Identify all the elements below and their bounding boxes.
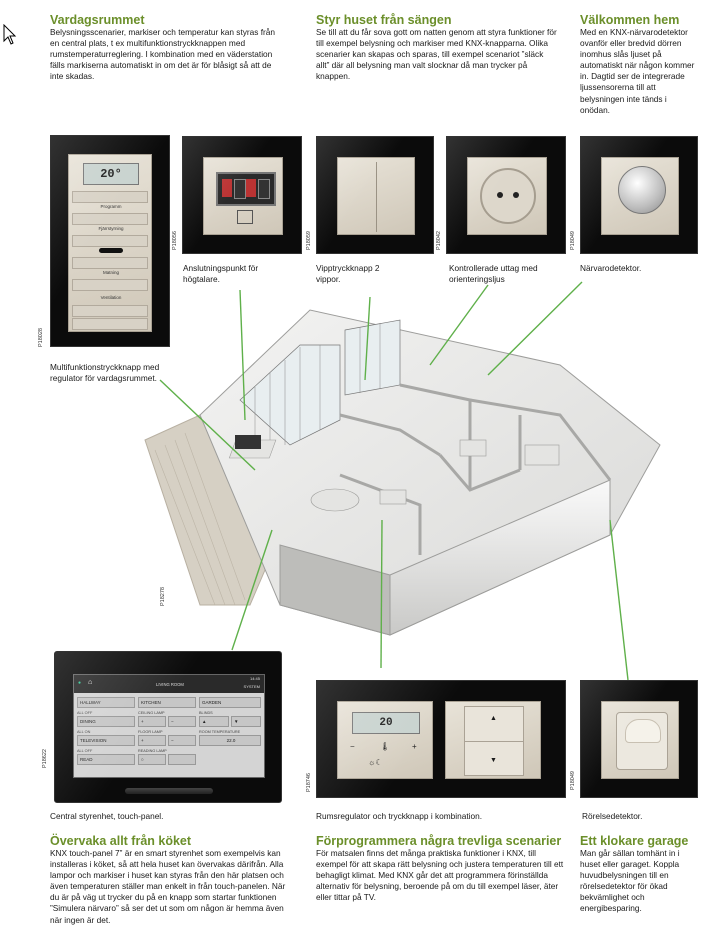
toggle-button[interactable]: ○ [138, 754, 166, 765]
caption-presence: Närvarodetektor. [580, 263, 642, 273]
scene-read[interactable]: READ [77, 754, 135, 765]
thermometer-icon: 🌡 [380, 742, 391, 751]
section-title: Styr huset från sängen [316, 13, 452, 27]
product-code: P18622 [42, 749, 48, 768]
section-title: Vardagsrummet [50, 13, 145, 27]
panel-bar [125, 788, 213, 794]
mode-icon: ☼☾ [368, 758, 383, 767]
button-label: Programm [100, 204, 122, 209]
tab-garden[interactable]: GARDEN [199, 697, 261, 708]
screen-header: ● ⌂ LIVING ROOM 14:45 SYSTEM [74, 675, 264, 693]
sensor-dome [618, 166, 666, 214]
motion-sensor-lens [616, 712, 668, 770]
row-label: BLINDS [199, 711, 213, 715]
product-code: P18056 [172, 231, 178, 250]
section-styr-huset: Styr huset från sängen Se till att du få… [316, 13, 558, 82]
product-code: P18049 [570, 771, 576, 790]
caption-touch: Central styrenhet, touch-panel. [50, 811, 164, 821]
section-body: För matsalen finns det många praktiska f… [316, 848, 564, 903]
button-label: Ventilation [100, 295, 122, 300]
blind-pushbutton: ▲ ▼ [464, 706, 524, 776]
speaker-connection-image [182, 136, 302, 254]
scene-television[interactable]: TELEVISION [77, 735, 135, 746]
plus-button[interactable]: + [138, 716, 166, 727]
section-body: KNX touch-panel 7” är en smart styrenhet… [50, 848, 286, 925]
row-label: READING LAMP [138, 749, 167, 753]
row-label: FLOOR LAMP [138, 730, 163, 734]
caption-speaker: Anslutningspunkt för högtalare. [183, 263, 259, 285]
product-code: P18028 [38, 328, 44, 347]
row-label: ALL OFF [77, 749, 93, 753]
section-vardagsrummet: Vardagsrummet Belysningsscenarier, marki… [50, 13, 282, 82]
arrow-down-icon: ▼ [490, 757, 497, 764]
brand-logo: ● [78, 680, 82, 686]
button-label: Matning [102, 270, 119, 275]
section-title: Förprogrammera några trevliga scenarier [316, 834, 562, 848]
row-label: ALL OFF [77, 711, 93, 715]
scene-dining[interactable]: DINING [77, 716, 135, 727]
multifunction-pushbutton-image: 20° Programm Fjärrstyrning Matning Venti… [50, 135, 170, 347]
tab-hallway[interactable]: HALLWAY [77, 697, 135, 708]
motion-detector-image [580, 680, 698, 798]
room-name: LIVING ROOM [156, 682, 184, 687]
minus-icon: − [350, 742, 355, 751]
presence-detector-image [580, 136, 698, 254]
touch-screen: ● ⌂ LIVING ROOM 14:45 SYSTEM HALLWAY KIT… [73, 674, 265, 778]
thermostat-display: 20° [83, 163, 139, 185]
section-title: Ett klokare garage [580, 834, 689, 848]
product-code: P18746 [306, 773, 312, 792]
caption-socket: Kontrollerade uttag med orienteringsljus [449, 263, 538, 285]
speaker-terminals [216, 172, 276, 206]
section-title: Välkommen hem [580, 13, 680, 27]
rocker-divider [376, 162, 377, 232]
regulator-display: 20 [352, 712, 420, 734]
toggle-button[interactable] [168, 754, 196, 765]
section-valkommen: Välkommen hem Med en KNX-närvarodetektor… [580, 13, 698, 116]
caption-rocker: Vipptryckknapp 2 vippor. [316, 263, 380, 285]
blinds-up-button[interactable]: ▲ [199, 716, 229, 727]
row-label: ROOM TEMPERATURE [199, 730, 241, 734]
socket-image [446, 136, 566, 254]
section-forprogrammera: Förprogrammera några trevliga scenarier … [316, 834, 564, 903]
speaker-icon [237, 210, 253, 224]
product-code: P18049 [570, 231, 576, 250]
plus-button[interactable]: + [138, 735, 166, 746]
section-body: Belysningsscenarier, markiser och temper… [50, 27, 276, 82]
ir-receiver [99, 248, 123, 253]
system-button[interactable]: SYSTEM [243, 684, 260, 689]
rocker-switch-image [316, 136, 434, 254]
section-garage: Ett klokare garage Man går sällan tomhän… [580, 834, 698, 915]
room-temperature: 22.0 [199, 735, 261, 746]
caption-regulator: Rumsregulator och tryckknapp i kombinati… [316, 811, 483, 821]
plus-icon: + [412, 742, 417, 751]
tab-kitchen[interactable]: KITCHEN [138, 697, 196, 708]
mouse-cursor-icon [3, 24, 17, 45]
section-overvaka: Övervaka allt från köket KNX touch-panel… [50, 834, 288, 926]
section-body: Man går sällan tomhänt in i huset eller … [580, 848, 680, 914]
row-label: ALL ON [77, 730, 91, 734]
caption-multi: Multifunktionstryckknapp med regulator f… [50, 362, 160, 384]
section-body: Med en KNX-närvarodetektor ovanför eller… [580, 27, 695, 115]
product-code: P18042 [436, 231, 442, 250]
product-code: P18059 [306, 231, 312, 250]
room-regulator-image: 20 − 🌡 + ☼☾ ▲ ▼ [316, 680, 566, 798]
product-code: P18278 [160, 587, 166, 606]
house-illustration [144, 309, 661, 636]
minus-button[interactable]: − [168, 735, 196, 746]
row-label: CEILING LAMP [138, 711, 165, 715]
section-title: Övervaka allt från köket [50, 834, 192, 848]
section-body: Se till att du får sova gott om natten g… [316, 27, 557, 82]
touch-panel-image: ● ⌂ LIVING ROOM 14:45 SYSTEM HALLWAY KIT… [54, 651, 282, 803]
button-label: Fjärrstyrning [98, 226, 124, 231]
minus-button[interactable]: − [168, 716, 196, 727]
caption-motion: Rörelsedetektor. [582, 811, 643, 821]
clock: 14:45 [249, 676, 260, 681]
socket-outlet [480, 168, 536, 224]
blinds-down-button[interactable]: ▼ [231, 716, 261, 727]
home-icon[interactable]: ⌂ [88, 679, 93, 686]
arrow-up-icon: ▲ [490, 715, 497, 722]
